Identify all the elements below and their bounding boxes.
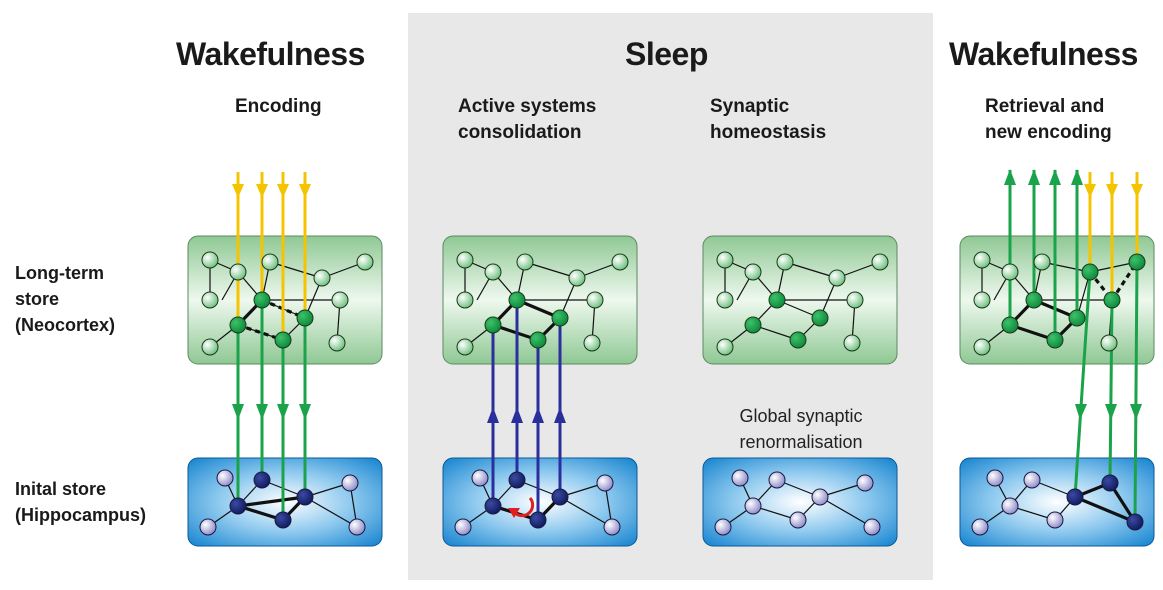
- hippocampus-box-homeostasis: [702, 457, 898, 547]
- phase-retrieval: Retrieval and new encoding: [985, 96, 1112, 143]
- title-sleep: Sleep: [625, 36, 708, 72]
- active-consolidation-network: [454, 251, 629, 536]
- title-wakefulness-right: Wakefulness: [949, 36, 1138, 72]
- phase-encoding: Encoding: [235, 96, 322, 117]
- phase-active-consolidation: Active systems consolidation: [458, 96, 597, 143]
- phase-synaptic-homeostasis: Synaptic homeostasis: [710, 96, 827, 143]
- circular-reactivation-icon: [508, 497, 535, 518]
- row-label-initial-store: Inital store (Hippocampus): [15, 479, 147, 525]
- homeostasis-network: [714, 251, 889, 536]
- annotation-global-renormalisation: Global synaptic renormalisation: [739, 406, 863, 452]
- hippocampus-box-retrieval: [959, 457, 1155, 547]
- encoding-network: [199, 172, 374, 536]
- title-wakefulness-left: Wakefulness: [176, 36, 365, 72]
- retrieval-network: [971, 169, 1146, 536]
- row-label-long-term-store: Long-term store (Neocortex): [15, 263, 116, 335]
